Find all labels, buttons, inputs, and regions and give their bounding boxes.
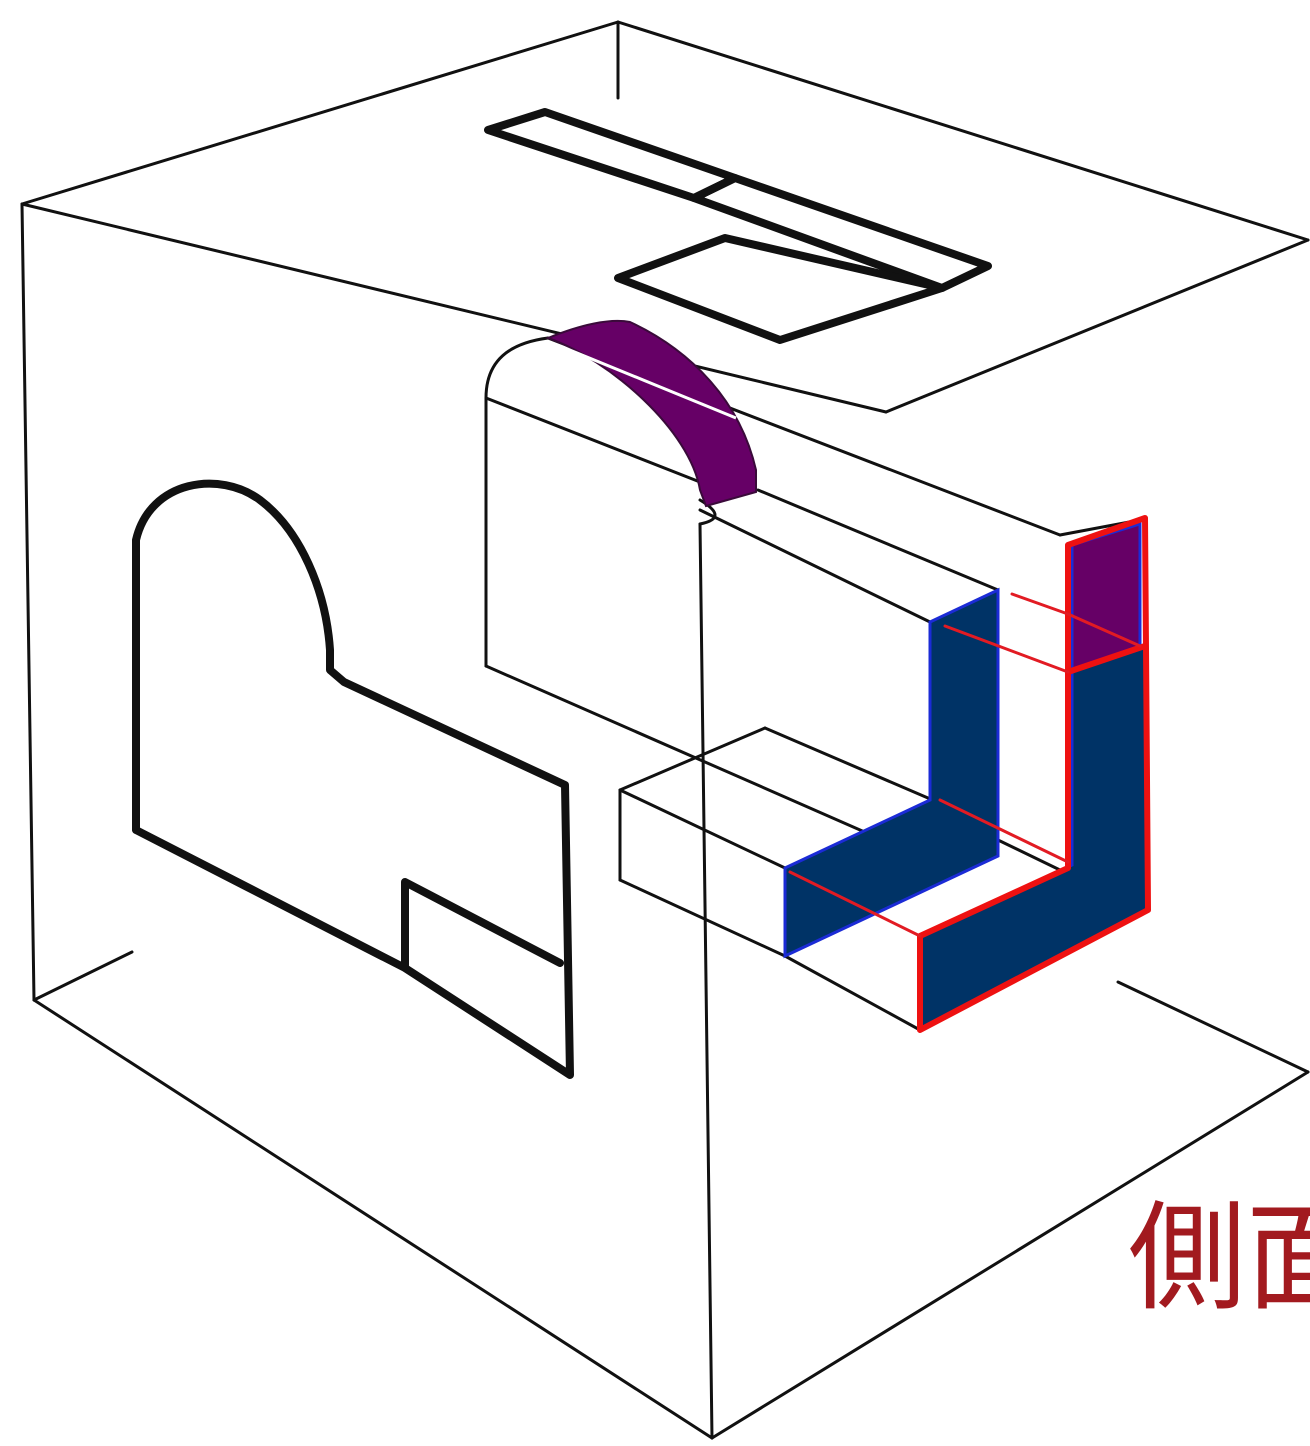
box-edge-top-right [616, 20, 1310, 242]
projection-box [20, 20, 1310, 1440]
box-edge-bottom-side [710, 1070, 1310, 1440]
upright-step-edge-1 [698, 508, 932, 624]
base-top-back-edge [763, 726, 930, 800]
base-bottom-side-edge [783, 954, 922, 1032]
top-view-rect-2 [690, 174, 992, 292]
box-edge-left-vertical [20, 202, 36, 1002]
base-top-front-edge [618, 788, 787, 870]
box-edge-front-vertical [698, 522, 714, 1440]
red-line-3 [1066, 612, 1142, 648]
front-view-outline [132, 479, 574, 1079]
base-inner-edge [996, 838, 1062, 872]
box-edge-top-side [884, 238, 1310, 414]
red-line-1 [1010, 592, 1070, 616]
red-line-5 [788, 870, 922, 938]
side-section-outline [917, 515, 1151, 1033]
upright-inner-edge [484, 396, 702, 484]
top-view-projection [484, 108, 992, 344]
box-edge-bottom-left-stub [32, 950, 134, 1002]
side-section-red-divider [1065, 643, 1148, 675]
side-view-label: 側面 [1128, 1189, 1310, 1327]
red-line-4 [938, 798, 1070, 864]
box-edge-top-front [20, 202, 888, 414]
box-edge-bottom-right-stub [1116, 980, 1310, 1074]
upright-front-left-edge [484, 336, 550, 668]
object-3d [484, 336, 1142, 1032]
base-top-left-edge [618, 726, 767, 792]
front-view-projection [132, 479, 574, 1079]
base-bottom-front-edge [618, 878, 787, 958]
upright-step-edge-2 [756, 488, 1000, 592]
red-projection-lines [788, 592, 1142, 938]
box-edge-top-left [20, 20, 620, 206]
top-view-rect-1 [484, 108, 739, 202]
top-view-rect-3 [614, 234, 946, 344]
box-edge-bottom-front [32, 998, 714, 1440]
section-navy-left [783, 587, 1000, 959]
upright-bottom-edge [484, 664, 926, 860]
arch-section-purple [545, 319, 757, 508]
side-section-red-outline [917, 515, 1151, 1033]
red-line-2 [943, 624, 1070, 674]
arch-section-highlight [559, 344, 737, 420]
